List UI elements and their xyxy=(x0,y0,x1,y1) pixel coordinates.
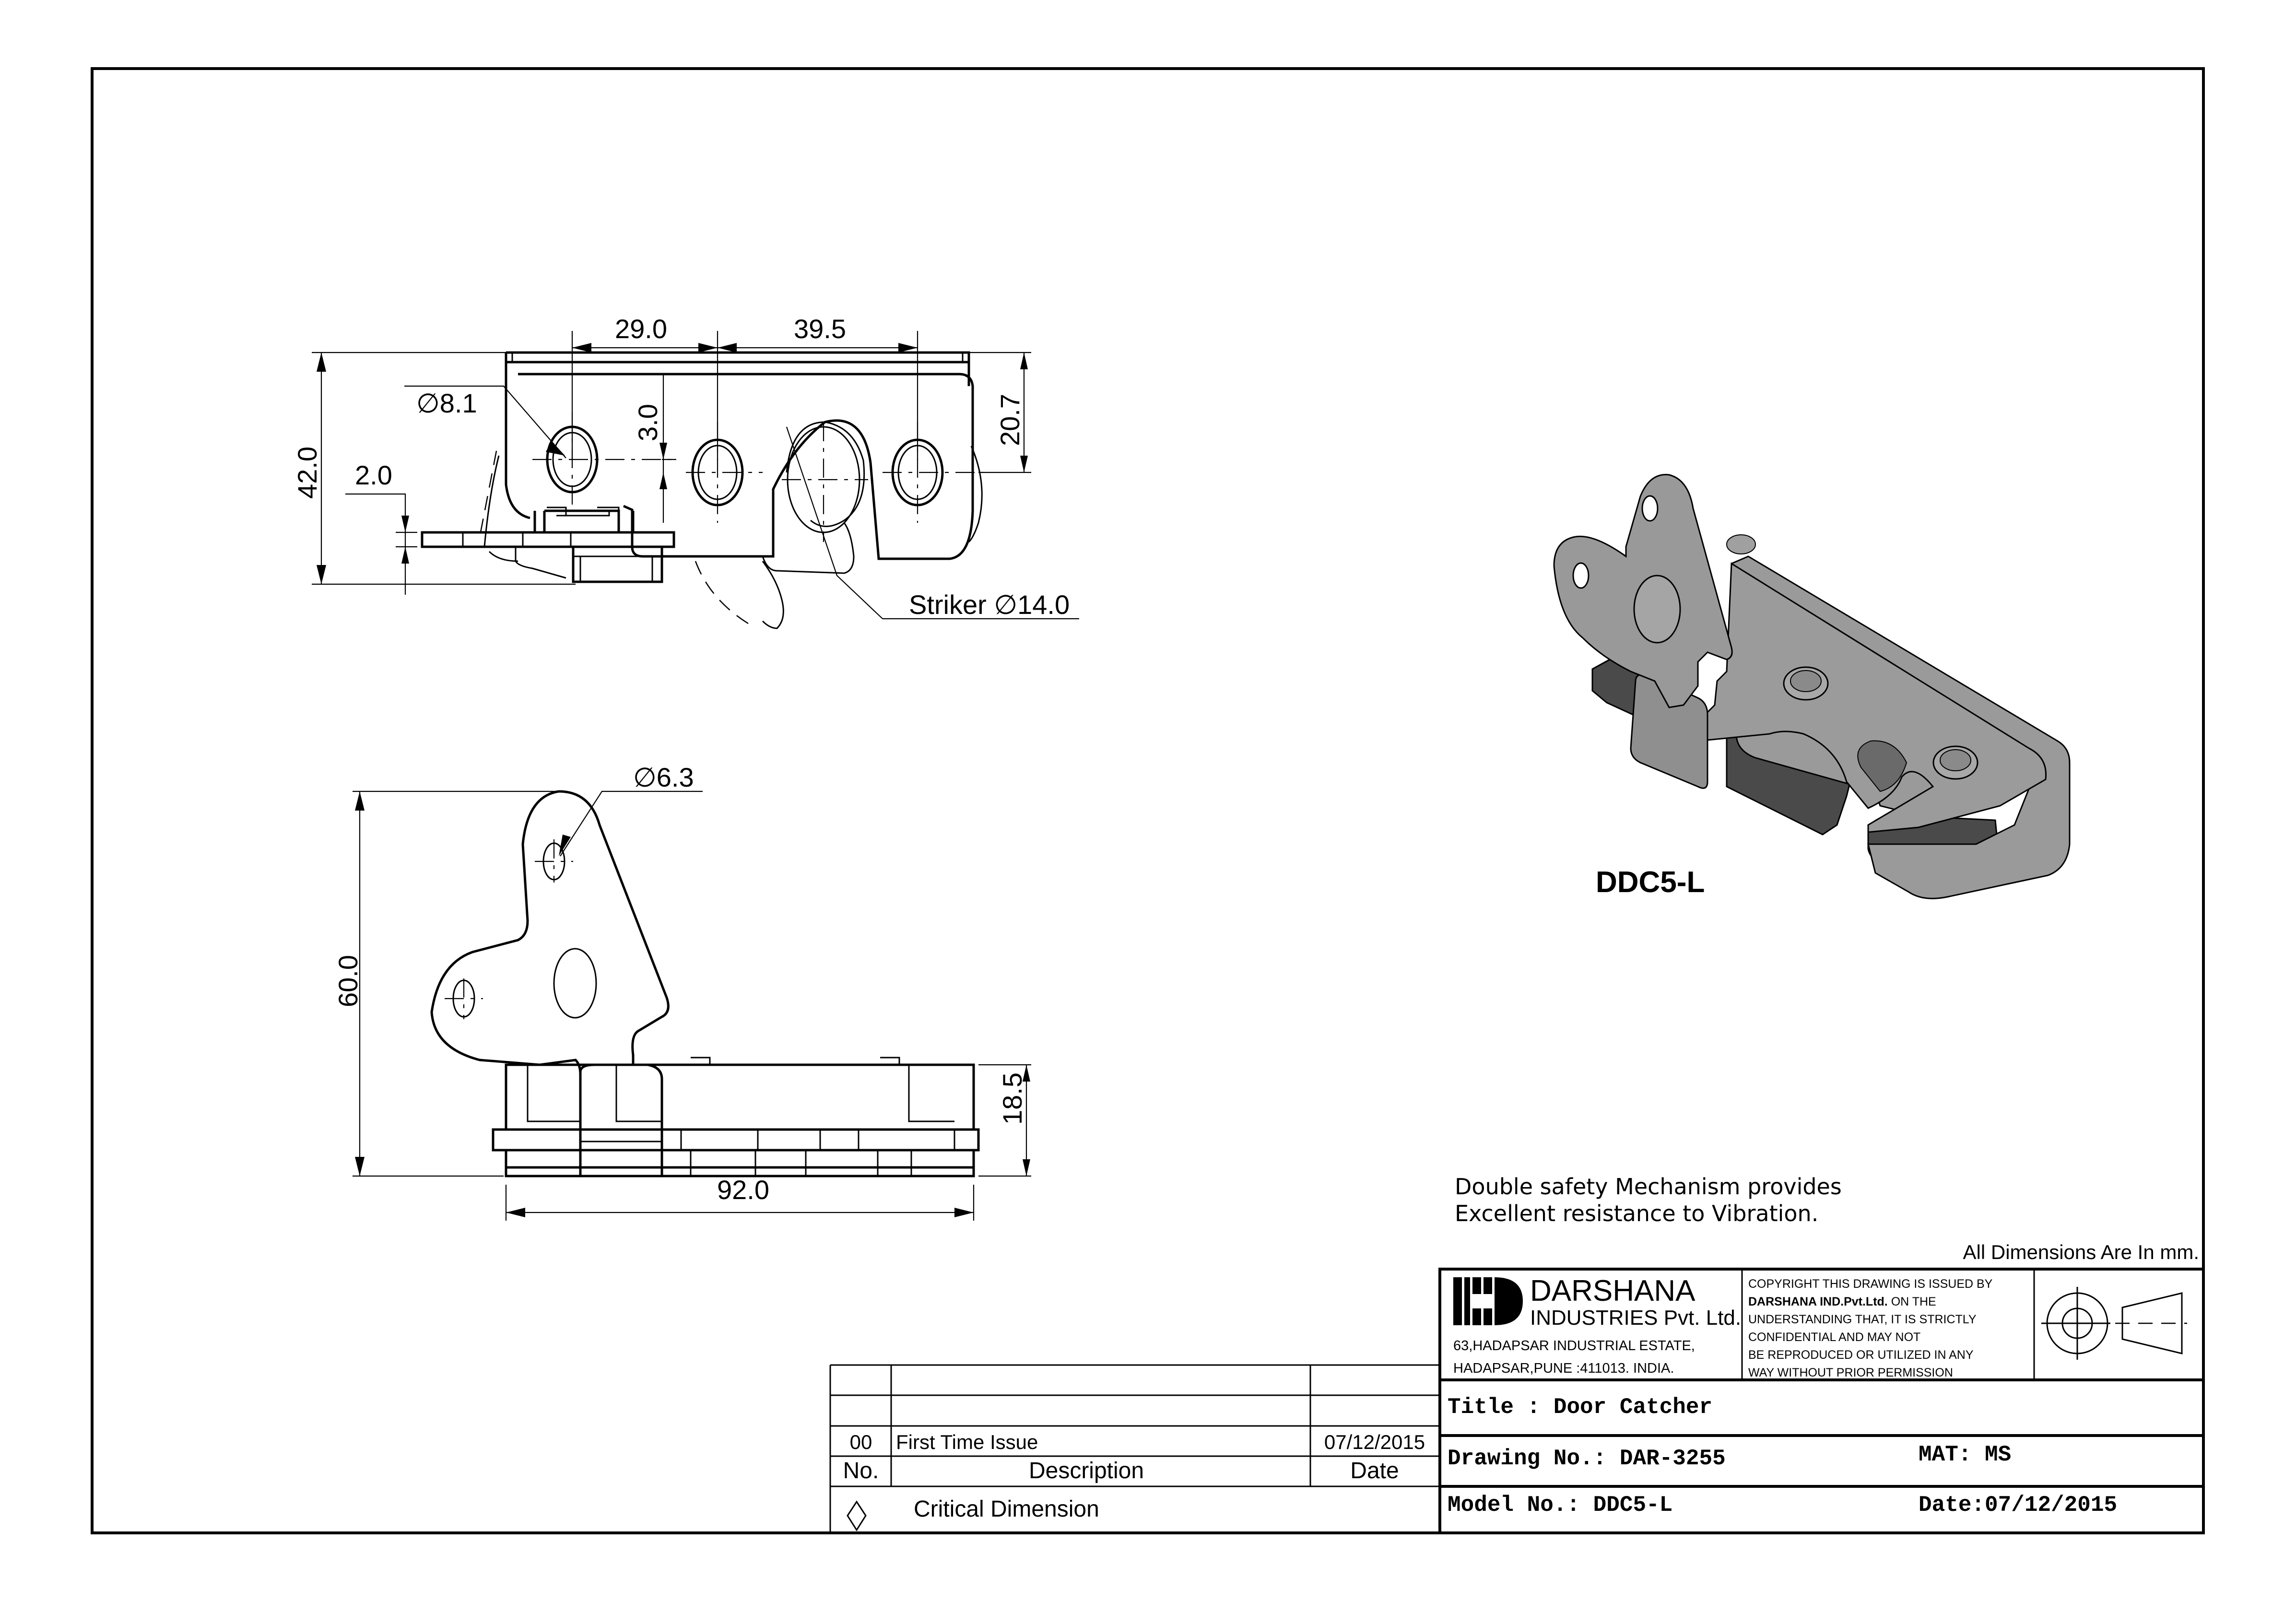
design-note-line-2: Excellent resistance to Vibration. xyxy=(1455,1201,1818,1226)
company-name: DARSHANA xyxy=(1530,1274,1696,1307)
svg-text:3.0: 3.0 xyxy=(633,404,663,441)
copyright-line-1: COPYRIGHT THIS DRAWING IS ISSUED BY xyxy=(1748,1277,1993,1291)
dim-18-5: 18.5 xyxy=(978,1064,1031,1177)
lever-hole-1 xyxy=(1572,562,1590,589)
units-note: All Dimensions Are In mm. xyxy=(1963,1241,2199,1263)
company-address-1: 63,HADAPSAR INDUSTRIAL ESTATE, xyxy=(1453,1338,1695,1354)
copyright-line-4: CONFIDENTIAL AND MAY NOT xyxy=(1748,1330,1920,1344)
svg-text:18.5: 18.5 xyxy=(997,1072,1027,1125)
title-block: DARSHANA INDUSTRIES Pvt. Ltd. 63,HADAPSA… xyxy=(1438,1268,2205,1534)
company-subtitle: INDUSTRIES Pvt. Ltd. xyxy=(1530,1306,1741,1330)
svg-text:42.0: 42.0 xyxy=(292,447,322,499)
copyright-line-2: DARSHANA IND.Pvt.Ltd. ON THE xyxy=(1748,1295,1936,1308)
darshana-logo-icon xyxy=(1453,1277,1523,1325)
rev-header-description: Description xyxy=(1029,1458,1144,1483)
dim-20-7: 20.7 xyxy=(969,352,1031,473)
rev-header-no: No. xyxy=(843,1458,879,1483)
rev-row-3-description: First Time Issue xyxy=(896,1431,1038,1453)
critical-dimension-diamond-icon xyxy=(847,1500,867,1531)
pivot-hole xyxy=(535,839,573,883)
dim-striker: Striker ∅14.0 xyxy=(883,589,1079,620)
first-angle-projection-icon xyxy=(2041,1287,2187,1360)
svg-text:∅8.1: ∅8.1 xyxy=(416,388,477,418)
dim-hole-8-1: ∅8.1 xyxy=(404,385,566,459)
svg-text:92.0: 92.0 xyxy=(717,1175,769,1205)
dim-2: 2.0 xyxy=(345,460,417,595)
drawing-number: Drawing No.: DAR-3255 xyxy=(1448,1446,1726,1471)
top-view: 29.0 39.5 42.0 2.0 3.0 20.7 ∅8.1 xyxy=(292,314,1079,629)
critical-dimension-legend: Critical Dimension xyxy=(914,1496,1099,1522)
front-view: 60.0 18.5 92.0 ∅6.3 xyxy=(333,762,1031,1221)
design-note-line-1: Double safety Mechanism provides xyxy=(1455,1174,1842,1200)
dim-29: 29.0 39.5 xyxy=(571,314,918,460)
dim-42: 42.0 xyxy=(292,352,576,585)
svg-text:29.0: 29.0 xyxy=(615,314,667,344)
copyright-line-5: BE REPRODUCED OR UTILIZED IN ANY xyxy=(1748,1348,1974,1362)
dim-92: 92.0 xyxy=(505,1175,975,1221)
svg-text:∅6.3: ∅6.3 xyxy=(633,762,694,792)
striker-outline xyxy=(782,421,883,619)
company-address-2: HADAPSAR,PUNE :411013. INDIA. xyxy=(1453,1361,1674,1376)
mount-hole xyxy=(445,978,483,1019)
revision-table: 00 First Time Issue 07/12/2015 No. Descr… xyxy=(829,1364,1440,1533)
svg-text:39.5: 39.5 xyxy=(794,314,846,344)
svg-text:20.7: 20.7 xyxy=(995,394,1025,446)
dim-60: 60.0 xyxy=(333,790,561,1177)
rev-row-3-date: 07/12/2015 xyxy=(1324,1431,1425,1453)
model-number: Model No.: DDC5-L xyxy=(1448,1493,1672,1518)
copyright-line-3: UNDERSTANDING THAT, IT IS STRICTLY xyxy=(1748,1313,1977,1326)
material: MAT: MS xyxy=(1919,1442,2011,1467)
striker-pin-hole xyxy=(553,948,597,1019)
iso-view-label: DDC5-L xyxy=(1596,866,1705,899)
isometric-view: DDC5-L xyxy=(1553,474,2071,899)
drawing-title: Title : Door Catcher xyxy=(1448,1395,1712,1420)
rivet-hole-3 xyxy=(883,422,983,523)
drawing-date: Date:07/12/2015 xyxy=(1919,1493,2117,1518)
rev-header-date: Date xyxy=(1350,1458,1399,1483)
dim-3: 3.0 xyxy=(633,374,676,523)
dim-hole-6-3: ∅6.3 xyxy=(559,762,703,857)
lever-hole-2 xyxy=(1641,495,1659,522)
svg-text:Striker ∅14.0: Striker ∅14.0 xyxy=(909,589,1070,620)
svg-text:2.0: 2.0 xyxy=(355,460,392,490)
copyright-line-6: WAY WITHOUT PRIOR PERMISSION xyxy=(1748,1366,1953,1379)
svg-text:60.0: 60.0 xyxy=(333,955,363,1007)
sheet-border xyxy=(91,67,2205,1534)
rev-row-3-no: 00 xyxy=(850,1431,872,1453)
rivet-hole-2 xyxy=(686,422,763,523)
